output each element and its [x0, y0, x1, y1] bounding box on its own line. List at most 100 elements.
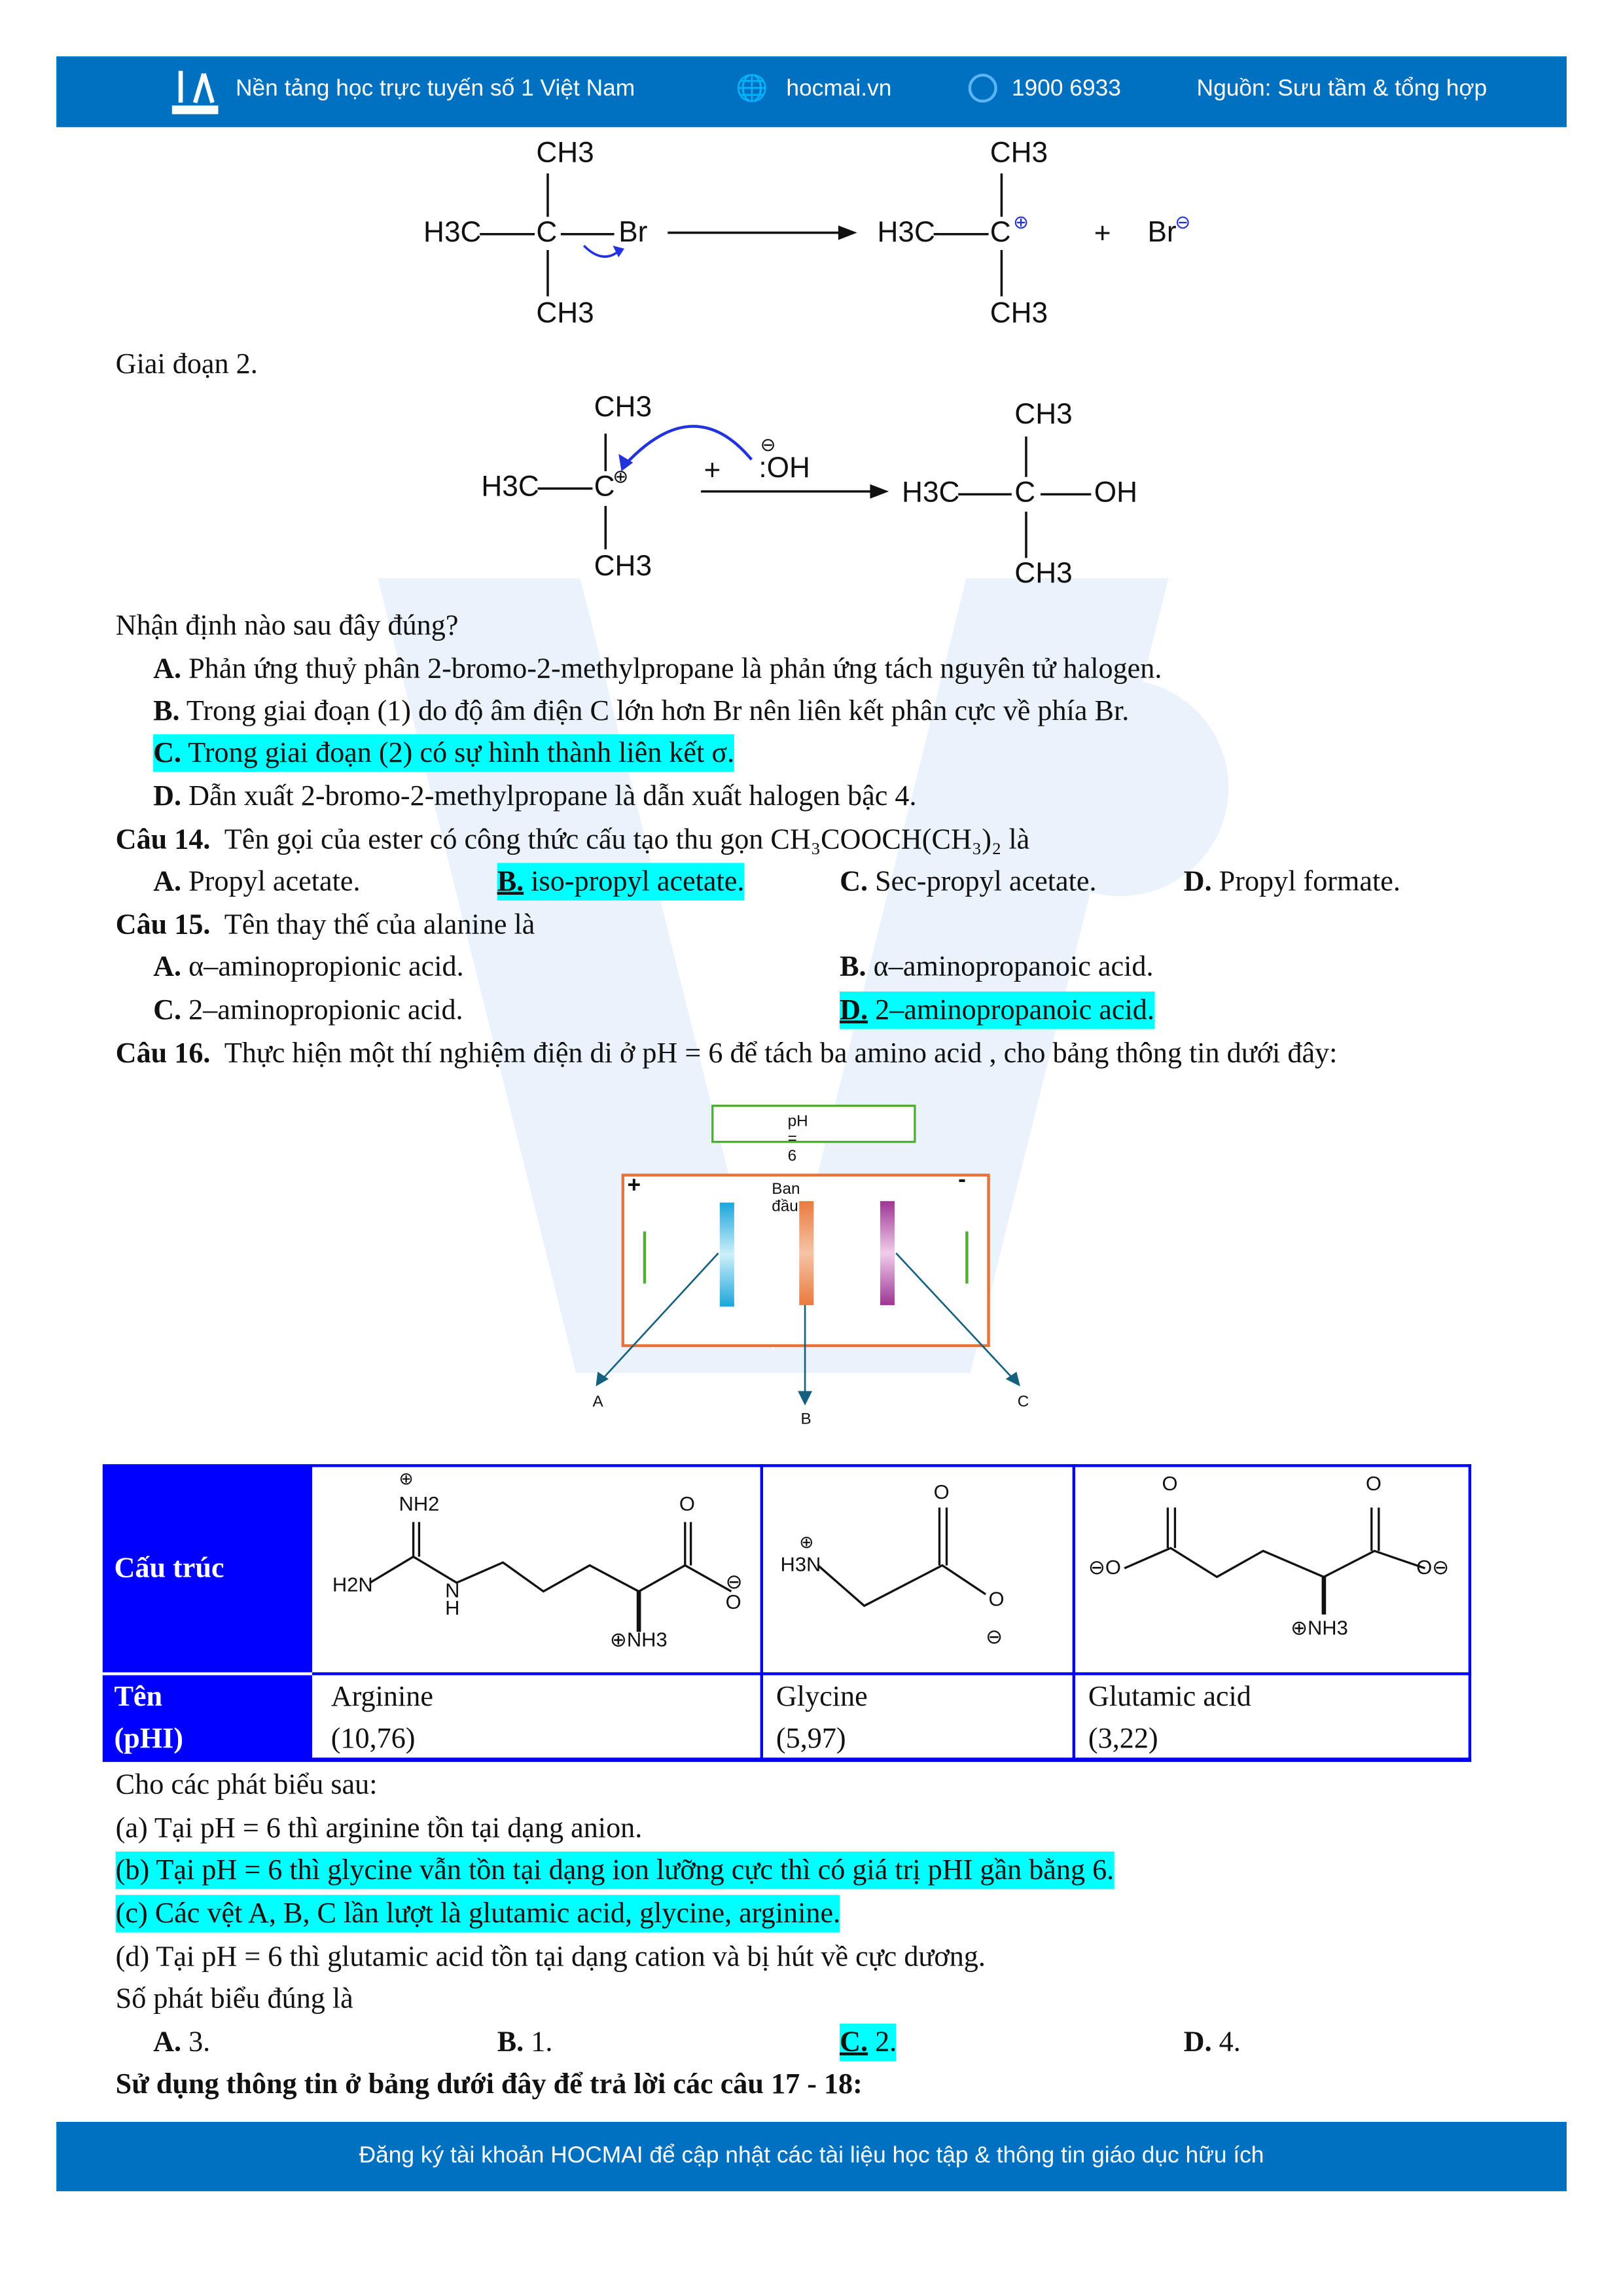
svg-text:O: O — [1162, 1472, 1178, 1495]
negative-charge-icon: ⊖ — [1175, 211, 1191, 233]
option-key: A. — [153, 653, 182, 685]
option-key: C. — [153, 994, 182, 1026]
header-source: Nguồn: Sưu tầm & tổng hợp — [1196, 77, 1488, 101]
svg-text:H: H — [445, 1596, 459, 1619]
option-key: C. — [840, 865, 868, 898]
option-text: Propyl formate. — [1211, 865, 1400, 898]
question-text: Thực hiện một thí nghiệm điện di ở pH = … — [224, 1037, 1338, 1070]
svg-text:⊕: ⊕ — [399, 1469, 414, 1488]
statement-a: (a) Tại pH = 6 thì arginine tồn tại dạng… — [115, 1812, 643, 1844]
cathode-sign: - — [958, 1168, 966, 1193]
ch3-label: CH3 — [536, 297, 594, 330]
h3c-label: H3C — [481, 471, 539, 503]
header-phone[interactable]: 1900 6933 — [1011, 77, 1121, 101]
watermark-shape — [1011, 679, 1229, 897]
arrow-a — [600, 1252, 719, 1381]
ch3-label: CH3 — [1014, 399, 1073, 431]
phone-icon — [968, 73, 997, 103]
q16-option-a[interactable]: A. 3. — [153, 2024, 210, 2061]
svg-text:N: N — [445, 1579, 459, 1602]
q14-option-c[interactable]: C. Sec-propyl acetate. — [840, 863, 1096, 900]
option-key: D. — [1183, 865, 1212, 898]
svg-text:O: O — [934, 1480, 950, 1503]
q16-question: Số phát biểu đúng là — [115, 1982, 353, 2015]
q14-option-d[interactable]: D. Propyl formate. — [1184, 863, 1400, 900]
positive-charge-icon: ⊕ — [1013, 211, 1029, 233]
pi-header: (pHI) — [114, 1723, 184, 1755]
br-label: Br — [618, 217, 648, 249]
q13-option-c-correct[interactable]: C. Trong giai đoạn (2) có sự hình thành … — [153, 734, 735, 772]
option-text: Sec-propyl acetate. — [868, 865, 1097, 898]
q13-option-a[interactable]: A. Phản ứng thuỷ phân 2-bromo-2-methylpr… — [153, 651, 1162, 688]
option-text: α–aminopropanoic acid. — [866, 951, 1154, 983]
svg-text:⊕NH3: ⊕NH3 — [1291, 1617, 1348, 1640]
arrow-c — [895, 1252, 1016, 1381]
ch3-label: CH3 — [990, 297, 1048, 330]
q15-option-b[interactable]: B. α–aminopropanoic acid. — [840, 948, 1153, 986]
c-label: C — [1014, 476, 1036, 509]
header-website-link[interactable]: hocmai.vn — [786, 77, 892, 101]
svg-text:⊖: ⊖ — [726, 1570, 743, 1593]
svg-text:⊕NH3: ⊕NH3 — [610, 1628, 668, 1651]
hocmai-logo-icon — [171, 71, 219, 115]
c-label: C — [536, 217, 558, 249]
svg-text:⊕: ⊕ — [799, 1532, 813, 1552]
option-text: α–aminopropionic acid. — [181, 951, 464, 983]
svg-text:NH2: NH2 — [399, 1492, 440, 1515]
header-slogan: Nền tảng học trực tuyến số 1 Việt Nam — [235, 77, 635, 101]
option-key: D. — [1183, 2026, 1212, 2058]
arginine-pi: (10,76) — [330, 1723, 416, 1755]
q15-option-c[interactable]: C. 2–aminopropionic acid. — [153, 992, 463, 1029]
svg-text:O: O — [679, 1492, 695, 1515]
q16-option-d[interactable]: D. 4. — [1184, 2024, 1241, 2061]
q15-option-d-correct[interactable]: D. 2–aminopropanoic acid. — [840, 991, 1154, 1030]
option-key: B. — [153, 695, 180, 727]
option-key: A. — [153, 865, 182, 898]
stage-2-label: Giai đoạn 2. — [115, 348, 258, 380]
band-orange — [799, 1201, 814, 1306]
q15-option-a[interactable]: A. α–aminopropionic acid. — [153, 948, 464, 986]
glycine-name: Glycine — [776, 1681, 868, 1713]
plus-sign: + — [1094, 218, 1111, 251]
option-text: 2. — [868, 2026, 897, 2058]
h3c-label: H3C — [902, 476, 960, 509]
option-text: Trong giai đoạn (2) có sự hình thành liê… — [181, 737, 735, 769]
question-label: Câu 15. — [115, 909, 211, 941]
positive-charge-icon: ⊕ — [613, 465, 629, 488]
option-key: C. — [153, 737, 182, 769]
structure-header: Cấu trúc — [114, 1552, 224, 1585]
q14-option-a[interactable]: A. Propyl acetate. — [153, 863, 360, 900]
carbocation-label: C — [990, 217, 1011, 249]
q14-option-b-correct[interactable]: B. iso-propyl acetate. — [497, 863, 745, 901]
carbocation-label: C — [594, 471, 615, 503]
glycine-pi: (5,97) — [776, 1723, 846, 1755]
q13-option-d[interactable]: D. Dẫn xuất 2-bromo-2-methylpropane là d… — [153, 778, 916, 815]
statements-intro: Cho các phát biểu sau: — [115, 1769, 378, 1801]
option-text: 3. — [181, 2026, 211, 2058]
svg-text:⊖O: ⊖O — [1088, 1556, 1121, 1579]
option-text: Dẫn xuất 2-bromo-2-methylpropane là dẫn … — [181, 780, 917, 813]
arginine-name: Arginine — [330, 1681, 433, 1713]
option-key: B. — [497, 865, 524, 898]
statement-b-correct: (b) Tại pH = 6 thì glycine vẫn tồn tại d… — [115, 1851, 1115, 1890]
svg-text:H2N: H2N — [332, 1573, 373, 1596]
table-header-column — [102, 1464, 313, 1763]
option-key: A. — [153, 951, 182, 983]
ph-box — [711, 1104, 916, 1143]
ph-label: pH = 6 — [787, 1113, 808, 1165]
plus-sign: + — [704, 455, 721, 488]
q16-option-b[interactable]: B. 1. — [497, 2024, 553, 2061]
footer-bar: Đăng ký tài khoản HOCMAI để cập nhật các… — [56, 2121, 1567, 2191]
ch3-label: CH3 — [990, 137, 1048, 170]
glutamic-acid-name: Glutamic acid — [1088, 1681, 1251, 1713]
svg-text:O⊖: O⊖ — [1416, 1556, 1449, 1579]
negative-charge-icon: ⊖ — [760, 433, 776, 456]
question-text: Tên thay thế của alanine là — [224, 909, 535, 941]
statement-c-correct: (c) Các vệt A, B, C lần lượt là glutamic… — [115, 1895, 841, 1933]
start-label: Ban đầu — [772, 1181, 800, 1216]
q15-prompt: Câu 15. Tên thay thế của alanine là — [116, 906, 535, 944]
q16-option-c-correct[interactable]: C. 2. — [840, 2023, 897, 2062]
svg-text:H3N: H3N — [781, 1553, 821, 1576]
q13-option-b[interactable]: B. Trong giai đoạn (1) do độ âm điện C l… — [153, 692, 1129, 730]
